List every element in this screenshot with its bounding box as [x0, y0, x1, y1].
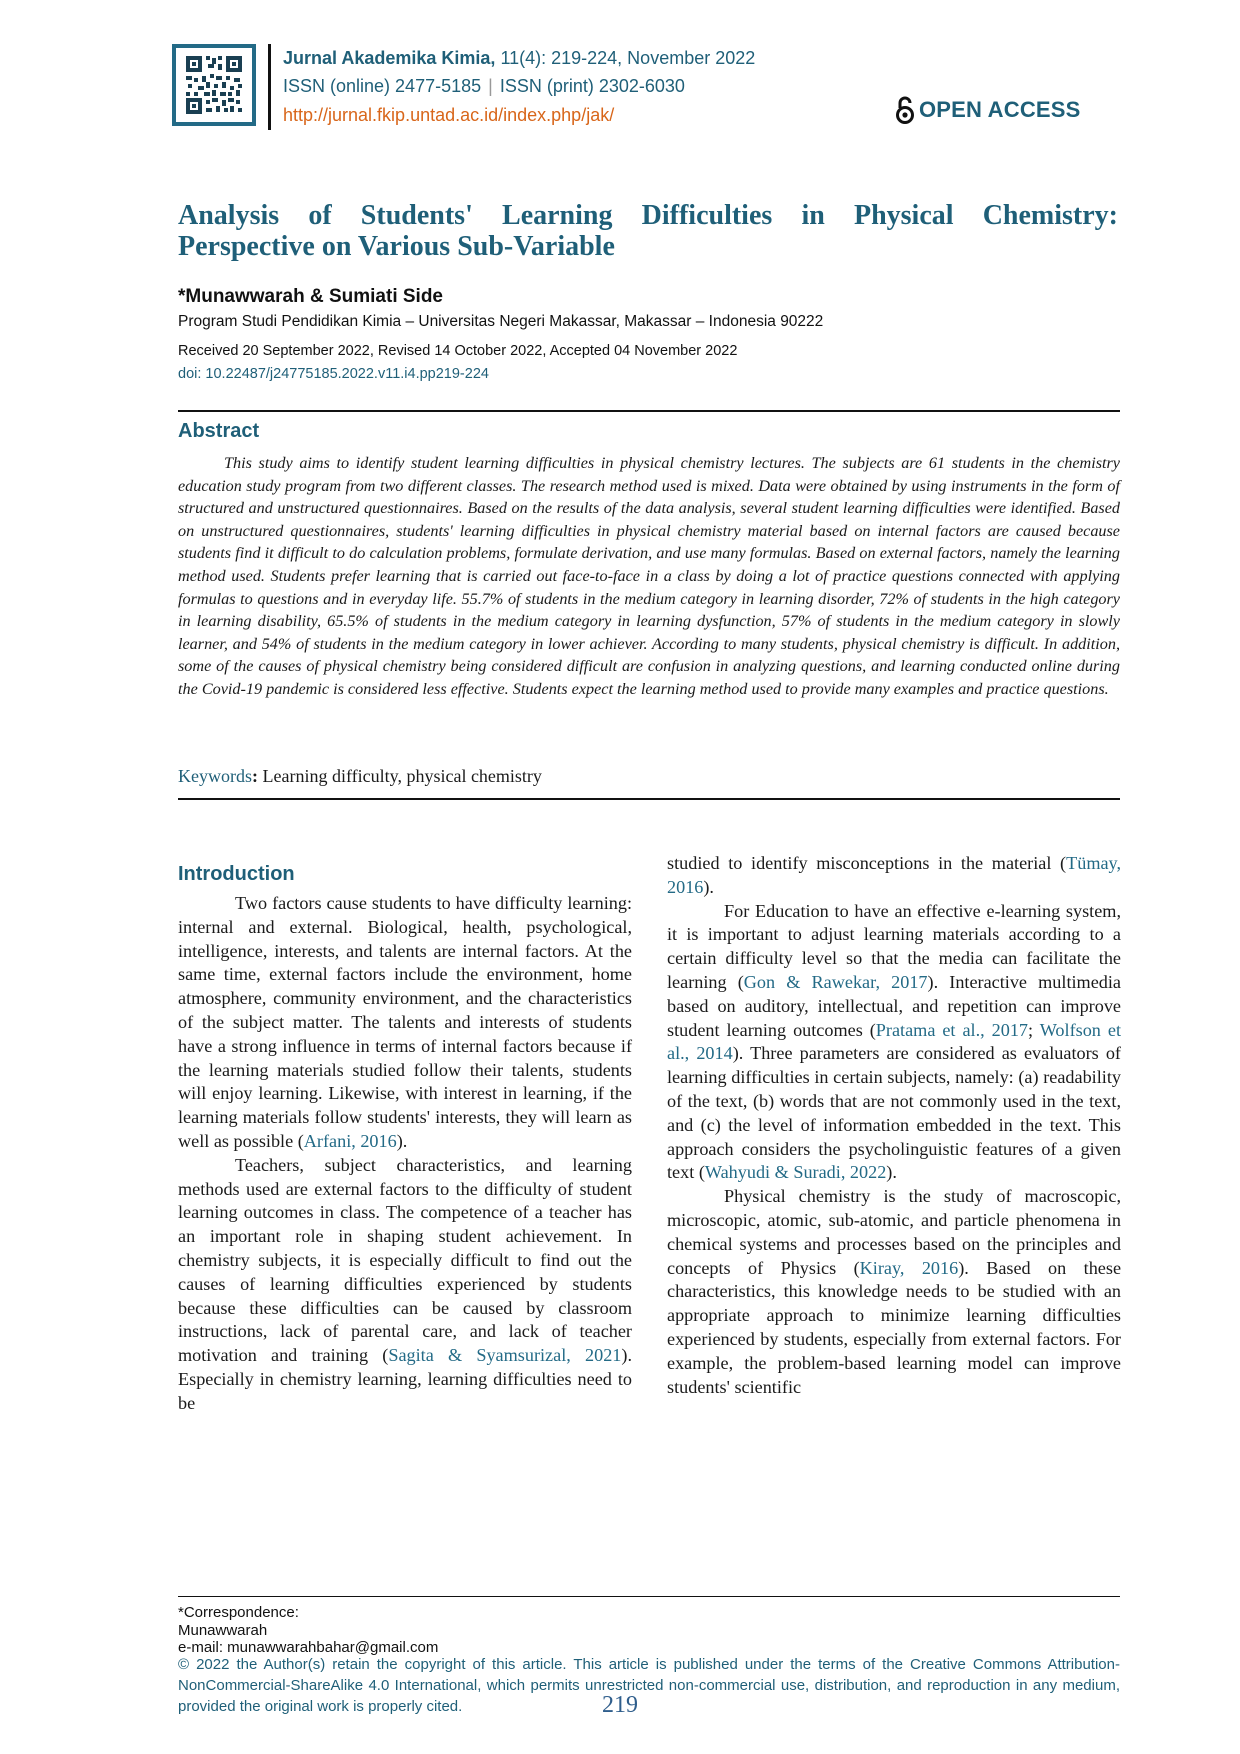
left-column: Introduction Two factors cause students … [178, 850, 632, 1416]
paragraph-text: For Education to have an effective e-lea… [667, 900, 1121, 992]
header-divider [268, 44, 271, 130]
paragraph-text: ). [396, 1130, 408, 1151]
right-column: studied to identify misconceptions in th… [667, 852, 1121, 1399]
paragraph-text: ). [886, 1162, 897, 1183]
citation-link[interactable]: Arfani, 2016 [303, 1130, 397, 1151]
license-notice: © 2022 the Author(s) retain the copyrigh… [178, 1656, 1120, 1715]
citation-link[interactable]: Wahyudi & Suradi, 2022 [704, 1162, 887, 1183]
intro-paragraph-2: Teachers, subject characteristics, and l… [178, 1154, 632, 1416]
abstract-text: This study aims to identify student lear… [178, 454, 1120, 698]
journal-url-link[interactable]: http://jurnal.fkip.untad.ac.id/index.php… [283, 105, 615, 125]
paragraph-text: ; [1028, 1019, 1040, 1040]
paragraph-text: Two factors cause students to have diffi… [178, 893, 632, 1151]
keywords-label: Keywords [178, 766, 252, 786]
page-number: 219 [602, 1692, 638, 1718]
article-title-line1: Analysis of Students' Learning Difficult… [178, 200, 1118, 231]
doi-link[interactable]: doi: 10.22487/j24775185.2022.v11.i4.pp21… [178, 366, 489, 382]
journal-citation: Jurnal Akademika Kimia, 11(4): 219-224, … [283, 44, 755, 72]
authors: *Munawwarah & Sumiati Side [178, 286, 443, 307]
paragraph-text: Teachers, subject characteristics, and l… [178, 1154, 632, 1366]
citation-link[interactable]: Pratama et al., 2017 [875, 1019, 1029, 1040]
correspondence-label: *Correspondence: [178, 1604, 299, 1621]
paragraph-text: ). Interactive multimedia based on audit… [667, 971, 1121, 1040]
paragraph-text: studied to identify misconceptions in th… [667, 853, 1067, 873]
issn-separator: | [488, 76, 493, 96]
keywords-list: Learning difficulty, physical chemistry [258, 766, 542, 786]
keywords-colon: : [252, 766, 258, 786]
correspondence-block: *Correspondence: Munawwarah e-mail: muna… [178, 1604, 438, 1657]
abstract-heading: Abstract [178, 420, 260, 442]
issn-print: ISSN (print) 2302-6030 [499, 76, 685, 96]
open-lock-icon [896, 96, 914, 124]
paragraph-text: ). Based on these characteristics, this … [667, 1257, 1122, 1397]
issn-online: ISSN (online) 2477-5185 [283, 76, 482, 96]
article-title: Analysis of Students' Learning Difficult… [178, 200, 1118, 262]
keywords-line: Keywords: Learning difficulty, physical … [178, 766, 542, 787]
paragraph-text: ). [703, 876, 714, 897]
intro-paragraph-3: For Education to have an effective e-lea… [667, 900, 1121, 1186]
introduction-heading: Introduction [178, 863, 295, 885]
citation-link[interactable]: Sagita & Syamsurizal, 2021 [388, 1345, 622, 1366]
qr-code-frame [172, 44, 256, 126]
qr-code-icon [186, 56, 242, 114]
open-access-badge: OPEN ACCESS [895, 96, 1081, 124]
paragraph-text: Physical chemistry is the study of macro… [667, 1186, 1121, 1278]
paragraph-text: ). Especially in chemistry learning, lea… [178, 1345, 632, 1413]
open-access-label: OPEN ACCESS [919, 97, 1081, 122]
issn-line: ISSN (online) 2477-5185 | ISSN (print) 2… [283, 72, 685, 100]
paragraph-text: ). Three parameters are considered as ev… [667, 1043, 1121, 1183]
journal-name: Jurnal Akademika Kimia, [283, 48, 496, 68]
abstract-top-rule [178, 410, 1120, 412]
citation-link[interactable]: Gon & Rawekar, 2017 [743, 971, 928, 992]
citation-link[interactable]: Tümay, 2016 [667, 853, 1121, 897]
article-title-line2: Perspective on Various Sub-Variable [178, 231, 615, 262]
correspondence-email: e-mail: munawwarahbahar@gmail.com [178, 1639, 439, 1656]
correspondence-name: Munawwarah [178, 1621, 268, 1639]
intro-paragraph-2-continued: studied to identify misconceptions in th… [667, 852, 1121, 900]
intro-paragraph-1: Two factors cause students to have diffi… [178, 892, 632, 1154]
citation-link[interactable]: Kiray, 2016 [859, 1257, 959, 1278]
intro-paragraph-4: Physical chemistry is the study of macro… [667, 1185, 1121, 1399]
abstract-body: This study aims to identify student lear… [178, 452, 1120, 701]
footnote-rule [178, 1596, 1120, 1597]
affiliation: Program Studi Pendidikan Kimia – Univers… [178, 313, 824, 330]
received-dates: Received 20 September 2022, Revised 14 O… [178, 343, 738, 359]
journal-issue: 11(4): 219-224, November 2022 [495, 48, 756, 68]
abstract-bottom-rule [178, 798, 1120, 800]
citation-link[interactable]: Wolfson et al., 2014 [667, 1019, 1121, 1064]
